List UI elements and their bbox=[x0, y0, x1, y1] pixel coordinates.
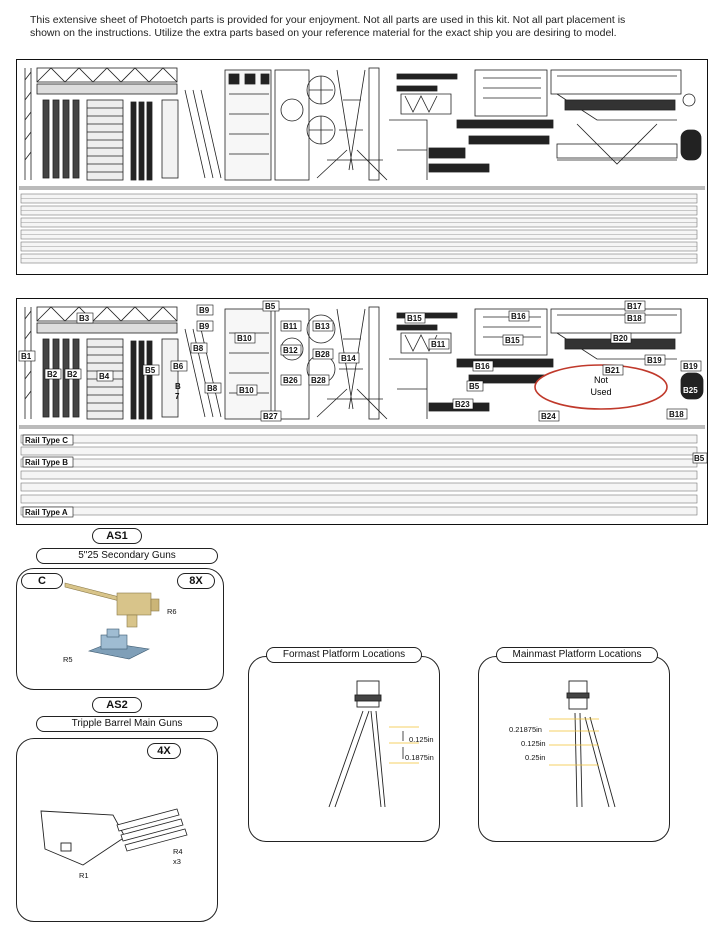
label-b11-b: B11 bbox=[431, 340, 446, 349]
label-b15-a: B15 bbox=[407, 314, 422, 323]
mainmast-panel: 0.21875in 0.125in 0.25in bbox=[478, 656, 670, 842]
not-used-label-1: Not bbox=[594, 375, 609, 385]
label-b10-a: B10 bbox=[237, 334, 252, 343]
as2-r4-qty: x3 bbox=[173, 857, 181, 866]
mainmast-title: Mainmast Platform Locations bbox=[496, 647, 658, 663]
label-b27: B27 bbox=[263, 412, 278, 421]
as2-title: Tripple Barrel Main Guns bbox=[36, 716, 218, 732]
mainmast-drawing bbox=[549, 680, 616, 808]
label-b6: B6 bbox=[173, 362, 184, 371]
mainmast-dim-2: 0.125in bbox=[521, 739, 546, 748]
gun-base-icon bbox=[87, 628, 150, 660]
label-b21: B21 bbox=[605, 366, 620, 375]
as1-gun-drawing bbox=[64, 582, 160, 660]
photoetch-fret-unlabeled bbox=[16, 59, 708, 275]
label-b7-b: 7 bbox=[175, 392, 180, 401]
secondary-gun-icon bbox=[64, 582, 160, 628]
tripod-mast-icon bbox=[566, 680, 616, 808]
as1-r5-label: R5 bbox=[63, 655, 73, 664]
rail-type-b-label: Rail Type B bbox=[25, 458, 68, 467]
label-b5-b: B5 bbox=[265, 302, 276, 311]
label-b5-c: B5 bbox=[469, 382, 480, 391]
as2-r1-label: R1 bbox=[79, 871, 89, 880]
label-b25: B25 bbox=[683, 386, 698, 395]
label-b3: B3 bbox=[79, 314, 90, 323]
turret-icon bbox=[40, 810, 126, 866]
label-b20: B20 bbox=[613, 334, 628, 343]
intro-line-2: shown on the instructions. Utilize the e… bbox=[30, 27, 617, 39]
label-b14: B14 bbox=[341, 354, 356, 363]
tripod-mast-icon bbox=[328, 680, 386, 808]
label-b24: B24 bbox=[541, 412, 556, 421]
as2-badge: AS2 bbox=[92, 697, 142, 713]
foremast-title: Formast Platform Locations bbox=[266, 647, 422, 663]
rail-type-c-label: Rail Type C bbox=[25, 436, 68, 445]
as2-qty-badge: 4X bbox=[147, 743, 181, 759]
label-b13: B13 bbox=[315, 322, 330, 331]
label-b7-a: B bbox=[175, 382, 181, 391]
as2-r4-label: R4 bbox=[173, 847, 183, 856]
label-b9-a: B9 bbox=[199, 306, 210, 315]
foremast-drawing bbox=[328, 680, 419, 808]
label-b16-a: B16 bbox=[511, 312, 526, 321]
label-b17: B17 bbox=[627, 302, 642, 311]
foremast-panel: 0.125in 0.1875in bbox=[248, 656, 440, 842]
label-b28-b: B28 bbox=[311, 376, 326, 385]
intro-text: This extensive sheet of Photoetch parts … bbox=[30, 14, 690, 40]
photoetch-fret-labeled: Not Used B1 B3 B2 B2 B4 B5 B6 B 7 B9 B9 … bbox=[16, 298, 708, 525]
not-used-marker bbox=[534, 364, 668, 410]
label-b8-b: B8 bbox=[207, 384, 218, 393]
gun-barrels-icon bbox=[116, 808, 188, 852]
as2-panel: 4X R1 R4 x3 bbox=[16, 738, 218, 922]
label-b2-a: B2 bbox=[47, 370, 58, 379]
label-b11: B11 bbox=[283, 322, 298, 331]
label-b10-b: B10 bbox=[239, 386, 254, 395]
label-b8-a: B8 bbox=[193, 344, 204, 353]
fret-art-2: Not Used B1 B3 B2 B2 B4 B5 B6 B 7 B9 B9 … bbox=[18, 300, 707, 518]
as1-step-badge: C bbox=[21, 573, 63, 589]
label-b12: B12 bbox=[283, 346, 298, 355]
mainmast-dim-1: 0.21875in bbox=[509, 725, 542, 734]
foremast-dim-1: 0.125in bbox=[409, 735, 434, 744]
label-b19-a: B19 bbox=[647, 356, 662, 365]
label-b18-a: B18 bbox=[627, 314, 642, 323]
intro-line-1: This extensive sheet of Photoetch parts … bbox=[30, 14, 626, 26]
foremast-dim-2: 0.1875in bbox=[405, 753, 434, 762]
label-b15-b: B15 bbox=[505, 336, 520, 345]
label-b1: B1 bbox=[21, 352, 32, 361]
label-b5-d: B5 bbox=[694, 454, 705, 463]
label-b16-b: B16 bbox=[475, 362, 490, 371]
as1-badge: AS1 bbox=[92, 528, 142, 544]
label-b4: B4 bbox=[99, 372, 110, 381]
as2-turret-drawing bbox=[40, 808, 188, 866]
rail-type-a-label: Rail Type A bbox=[25, 508, 68, 517]
label-b5-a: B5 bbox=[145, 366, 156, 375]
label-b23: B23 bbox=[455, 400, 470, 409]
as1-qty-badge: 8X bbox=[177, 573, 215, 589]
label-b28-a: B28 bbox=[315, 350, 330, 359]
label-b18-b: B18 bbox=[669, 410, 684, 419]
as1-r6-label: R6 bbox=[167, 607, 177, 616]
label-b19-b: B19 bbox=[683, 362, 698, 371]
label-b9-b: B9 bbox=[199, 322, 210, 331]
as1-panel: C 8X R6 R5 bbox=[16, 568, 224, 690]
fret-art-1 bbox=[19, 67, 705, 264]
label-b26: B26 bbox=[283, 376, 298, 385]
not-used-label-2: Used bbox=[590, 387, 611, 397]
mainmast-dim-3: 0.25in bbox=[525, 753, 546, 762]
as1-title: 5"25 Secondary Guns bbox=[36, 548, 218, 564]
label-b2-b: B2 bbox=[67, 370, 78, 379]
